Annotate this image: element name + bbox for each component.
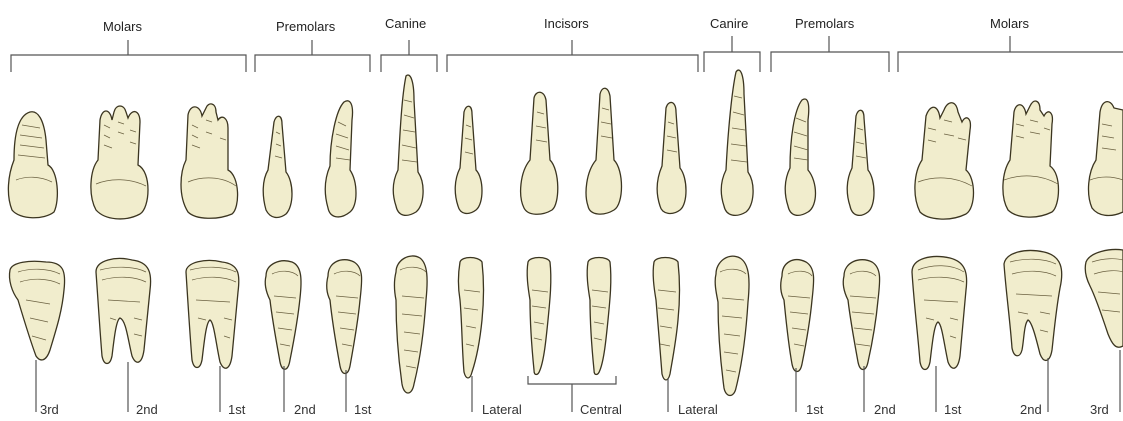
label-canine-left: Canire [710,16,748,31]
label-molar-2-right: 2nd [136,402,158,417]
label-molar-2-left: 2nd [1020,402,1042,417]
label-canine-right: Canine [385,16,426,31]
lower-central-incisor-left [587,258,611,375]
lower-canine-left [715,256,749,395]
lower-canine-right [395,256,428,393]
upper-premolar-1-left [785,99,815,215]
lower-central-incisor-right [527,258,551,375]
upper-premolar-2-left [847,110,874,215]
lower-molar-3-left [1085,250,1123,348]
lower-premolar-1-left [781,260,814,372]
label-molars-right: Molars [103,19,143,34]
label-molar-1-right: 1st [228,402,246,417]
upper-lateral-incisor-left [657,102,686,213]
lower-premolar-1-right [327,260,362,374]
upper-molar-2-left [1003,101,1059,217]
upper-premolar-1-right [325,101,356,217]
label-molars-left: Molars [990,16,1030,31]
upper-molar-1-left [915,103,974,219]
lower-premolar-2-right [265,261,301,370]
label-incisors: Incisors [544,16,589,31]
upper-molar-1-right [181,104,238,218]
upper-lateral-incisor-right [455,106,482,213]
label-premolar-1-left: 1st [806,402,824,417]
lower-lateral-incisor-left [653,258,679,381]
label-premolars-right: Premolars [276,19,336,34]
lower-molar-3-right [9,261,64,360]
label-lateral-left: Lateral [678,402,718,417]
group-brackets [11,36,1123,72]
upper-central-incisor-right [521,92,558,214]
upper-premolar-2-right [263,116,292,217]
lower-molar-2-right [96,259,151,364]
label-premolar-2-left: 2nd [874,402,896,417]
lower-lateral-incisor-right [459,258,484,379]
upper-canine-left [721,70,753,215]
upper-molar-3-right [8,112,57,218]
lower-molar-1-right [186,260,239,368]
label-premolars-left: Premolars [795,16,855,31]
upper-central-incisor-left [586,88,621,214]
label-lateral-right: Lateral [482,402,522,417]
label-molar-3-right: 3rd [40,402,59,417]
label-central: Central [580,402,622,417]
lower-molar-1-left [912,257,967,370]
lower-molar-2-left [1004,251,1062,361]
lower-premolar-2-left [843,260,879,370]
label-molar-3-left: 3rd [1090,402,1109,417]
upper-molar-2-right [91,106,148,219]
label-molar-1-left: 1st [944,402,962,417]
label-premolar-2-right: 2nd [294,402,316,417]
upper-canine-right [393,75,423,215]
upper-molar-3-left [1089,102,1123,216]
label-premolar-1-right: 1st [354,402,372,417]
